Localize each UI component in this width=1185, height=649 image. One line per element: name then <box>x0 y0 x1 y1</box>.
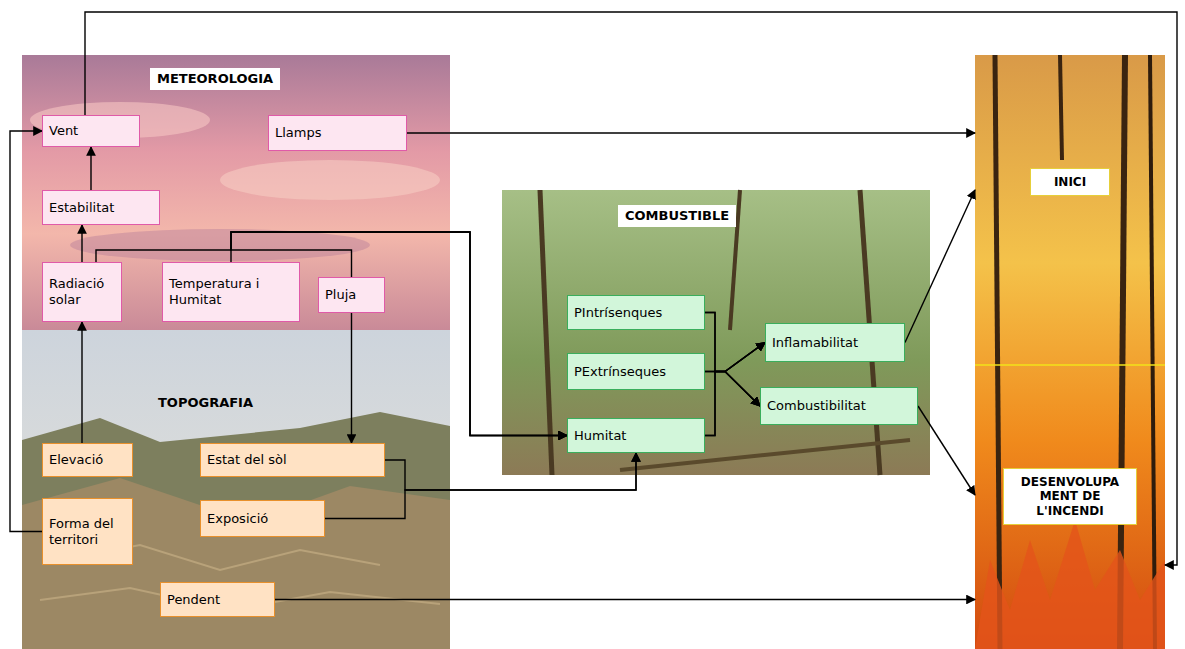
tree-trunk <box>1150 55 1155 649</box>
panel-title: METEOROLOGIA <box>150 68 280 90</box>
connector <box>81 322 82 443</box>
box-label: Inflamabilitat <box>772 335 858 351</box>
connector <box>705 372 760 436</box>
weather-photo <box>22 55 450 330</box>
panel-title: DESENVOLUPA MENT DE L'INCENDI <box>1003 468 1137 525</box>
forest-photo <box>502 190 930 475</box>
connector <box>90 147 91 190</box>
tree-trunk <box>995 55 1000 649</box>
factor-box: Forma del territori <box>42 498 133 565</box>
box-label: Temperatura i Humitat <box>169 276 293 307</box>
box-label: PIntrísenques <box>574 305 662 321</box>
hillside <box>22 478 450 649</box>
tree-trunk <box>1060 55 1062 160</box>
connector <box>918 406 975 495</box>
connector <box>96 232 567 436</box>
category-panel: COMBUSTIBLE PIntrísenquesPExtrínsequesHum… <box>502 190 930 475</box>
connector <box>407 132 975 133</box>
box-label: Elevació <box>49 452 103 468</box>
factor-box: Estabilitat <box>42 190 160 225</box>
panel-title: COMBUSTIBLE <box>618 205 736 227</box>
factor-box: Combustibilitat <box>760 387 918 425</box>
box-label: PExtrínseques <box>574 364 666 380</box>
category-panel: METEOROLOGIA Vent LlampsEstabilitatRadiaci… <box>22 55 450 330</box>
box-label: Estabilitat <box>49 200 114 216</box>
connector <box>85 12 1177 565</box>
mountain <box>22 412 450 649</box>
factor-box: Inflamabilitat <box>765 323 905 362</box>
factor-box: Pendent <box>160 582 275 617</box>
box-label: Forma del territori <box>49 516 126 547</box>
box-label: Llamps <box>275 125 322 141</box>
box-label: Estat del sòl <box>207 452 287 468</box>
box-label: Humitat <box>574 428 626 444</box>
connector <box>705 372 760 407</box>
factor-box: Radiació solar <box>42 262 122 322</box>
factor-box: Elevació <box>42 443 133 477</box>
sky-background <box>22 330 450 649</box>
fire-photo <box>975 55 1165 649</box>
factor-box: Humitat <box>567 418 705 453</box>
box-label: Pluja <box>325 287 356 303</box>
connector <box>705 343 765 372</box>
forest-background <box>502 190 930 475</box>
landscape-photo <box>22 330 450 649</box>
factor-box: Llamps <box>268 115 407 151</box>
box-label: Pendent <box>167 592 220 608</box>
connector <box>385 453 636 490</box>
panel-title: TOPOGRAFIA <box>158 395 253 411</box>
fire-background <box>975 55 1165 649</box>
factor-box: PIntrísenques <box>567 295 705 330</box>
connector <box>81 225 82 262</box>
factor-box: Pluja <box>318 277 385 313</box>
connector <box>705 313 765 372</box>
factor-box: Exposició <box>200 500 325 537</box>
factor-box: Temperatura i Humitat <box>162 262 300 322</box>
connector <box>351 313 352 443</box>
connector <box>275 599 975 600</box>
tree-trunk <box>540 190 552 475</box>
connector <box>705 343 765 436</box>
fire-stage-region: DESENVOLUPA MENT DE L'INCENDI <box>975 365 1165 649</box>
factor-box: Vent <box>42 115 140 147</box>
box-label: Exposició <box>207 511 268 527</box>
panel-title: INICI <box>1030 168 1110 196</box>
cloud <box>70 229 370 261</box>
cloud <box>220 160 440 200</box>
category-panel: TOPOGRAFIA Elevació Estat del sòlForma del… <box>22 330 450 649</box>
factor-box: PExtrínseques <box>567 353 705 390</box>
box-label: Combustibilitat <box>767 398 866 414</box>
box-label: Vent <box>49 123 78 139</box>
fire-stage-region: INICI <box>975 55 1165 365</box>
box-label: Radiació solar <box>49 276 115 307</box>
flames <box>975 520 1165 649</box>
connector <box>905 190 975 343</box>
factor-box: Estat del sòl <box>200 443 385 477</box>
connector <box>10 131 42 532</box>
connector <box>705 313 760 407</box>
stage-divider <box>975 364 1165 366</box>
sky-background <box>22 55 450 330</box>
